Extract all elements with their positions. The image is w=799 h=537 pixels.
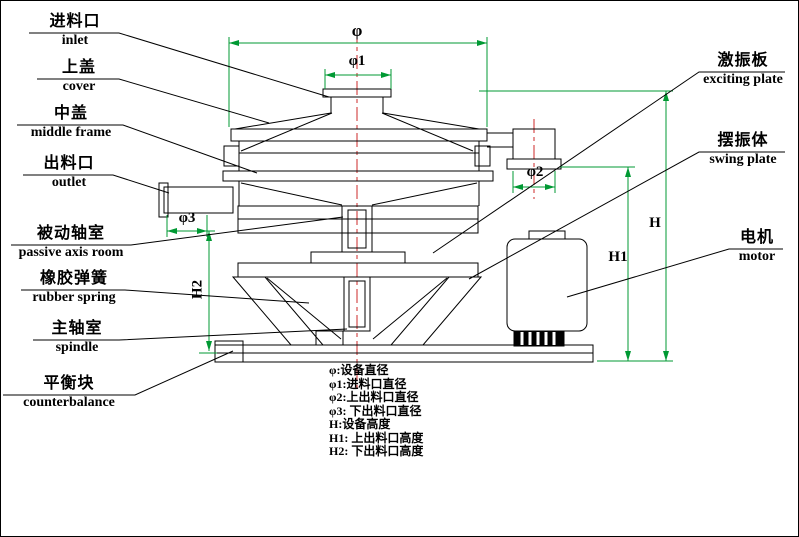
cover-cone: [234, 112, 480, 152]
motor-body: [506, 238, 588, 332]
centerlines: [356, 29, 535, 393]
dim-h: H: [649, 215, 661, 231]
label-rubber-spring-en: rubber spring: [32, 290, 116, 305]
label-cover-zh: 上盖: [61, 59, 96, 76]
inlet-pipe: [330, 97, 384, 113]
base-left-foot: [214, 340, 244, 363]
leader-swing-plate: [468, 151, 785, 280]
leader-middle-frame: [17, 124, 258, 174]
leader-spindle: [33, 328, 348, 341]
spindle-column-inner: [348, 280, 366, 328]
label-counterbalance-zh: 平衡块: [43, 375, 95, 392]
label-rubber-spring: 橡胶弹簧 rubber spring: [21, 268, 127, 306]
label-motor-en: motor: [738, 249, 776, 264]
exciting-plate-part: [310, 251, 406, 264]
phi1-extensions: [324, 69, 392, 89]
label-middle-frame-zh: 中盖: [53, 105, 88, 122]
label-swing-plate-zh: 摆振体: [717, 132, 769, 149]
label-passive-axis-zh: 被动轴室: [36, 225, 105, 242]
leader-rubber-spring: [21, 289, 310, 304]
label-inlet: 进料口 inlet: [29, 11, 121, 49]
label-swing-plate-en: swing plate: [709, 152, 777, 167]
legend-item-h: H:设备高度: [329, 417, 391, 431]
legend: φ:设备直径 φ1:进料口直径 φ2:上出料口直径 φ3: 下出料口直径 H:设…: [329, 363, 424, 459]
inlet-flange: [322, 88, 392, 98]
h-extensions: [479, 90, 673, 362]
label-motor: 电机 motor: [729, 227, 785, 265]
leader-exciting-plate: [432, 71, 785, 254]
leader-outlet: [23, 174, 170, 194]
lower-outlet-flange: [158, 182, 169, 218]
upper-body: [238, 141, 480, 171]
swing-body-band: [237, 262, 479, 278]
legend-item-phi1: φ1:进料口直径: [329, 376, 407, 391]
dim-phi1: φ1: [348, 53, 366, 69]
funnel: [238, 181, 480, 207]
label-motor-zh: 电机: [739, 229, 774, 246]
upper-outlet-connection: [487, 132, 513, 148]
label-passive-axis-en: passive axis room: [18, 245, 124, 260]
label-spindle-zh: 主轴室: [51, 320, 103, 337]
leader-counterbalance: [3, 350, 234, 396]
phi-extensions: [228, 37, 488, 127]
legend-item-phi3: φ3: 下出料口直径: [329, 403, 422, 418]
label-cover: 上盖 cover: [37, 57, 121, 95]
label-outlet: 出料口 outlet: [23, 153, 115, 191]
legend-item-h1: H1: 上出料口高度: [329, 430, 424, 445]
spindle-column: [343, 276, 371, 332]
label-swing-plate: 摆振体 swing plate: [699, 130, 787, 168]
dim-h2: H2: [189, 279, 206, 300]
legend-item-phi2: φ2:上出料口直径: [329, 390, 419, 404]
label-rubber-spring-zh: 橡胶弹簧: [39, 270, 108, 287]
clamp-left: [223, 145, 240, 167]
machine-body: [158, 88, 594, 363]
upper-outlet-flange: [506, 158, 562, 170]
leader-cover: [37, 78, 270, 124]
legend-item-h2: H2: 下出料口高度: [329, 444, 424, 458]
center-foot: [315, 330, 344, 346]
leader-motor: [566, 248, 783, 298]
label-outlet-zh: 出料口: [43, 155, 95, 172]
label-exciting-plate-en: exciting plate: [703, 72, 783, 87]
label-inlet-en: inlet: [61, 33, 89, 48]
lower-outlet-pipe: [163, 186, 234, 214]
motor-grill-slits: [520, 332, 556, 345]
label-exciting-plate: 激振板 exciting plate: [699, 50, 787, 88]
label-middle-frame-en: middle frame: [30, 125, 112, 140]
label-counterbalance: 平衡块 counterbalance: [3, 373, 135, 411]
label-counterbalance-en: counterbalance: [23, 395, 115, 410]
phi2-extensions: [512, 171, 556, 193]
leader-inlet: [29, 32, 330, 98]
dimension-lines: [166, 37, 673, 362]
passive-axis-column-inner: [347, 209, 367, 249]
top-flange: [230, 128, 488, 142]
label-inlet-zh: 进料口: [49, 13, 101, 30]
label-passive-axis: 被动轴室 passive axis room: [11, 223, 131, 261]
dim-h1: H1: [608, 249, 628, 265]
label-middle-frame: 中盖 middle frame: [17, 103, 125, 141]
dim-phi: φ: [351, 21, 363, 40]
middle-frame-flange: [222, 170, 494, 182]
dim-phi2: φ2: [526, 164, 544, 180]
label-outlet-en: outlet: [51, 175, 87, 190]
label-spindle-en: spindle: [55, 340, 99, 355]
motor-cap: [528, 230, 566, 240]
legend-item-phi: φ:设备直径: [329, 363, 389, 377]
clamp-right: [474, 145, 491, 167]
cross-braces: [266, 277, 448, 340]
dim-phi3: φ3: [178, 210, 196, 226]
label-cover-en: cover: [62, 79, 96, 94]
label-spindle: 主轴室 spindle: [33, 318, 121, 356]
leader-passive-axis: [11, 216, 344, 246]
leader-lines: [3, 32, 785, 396]
h2-extensions: [199, 230, 217, 354]
label-exciting-plate-zh: 激振板: [717, 52, 769, 69]
